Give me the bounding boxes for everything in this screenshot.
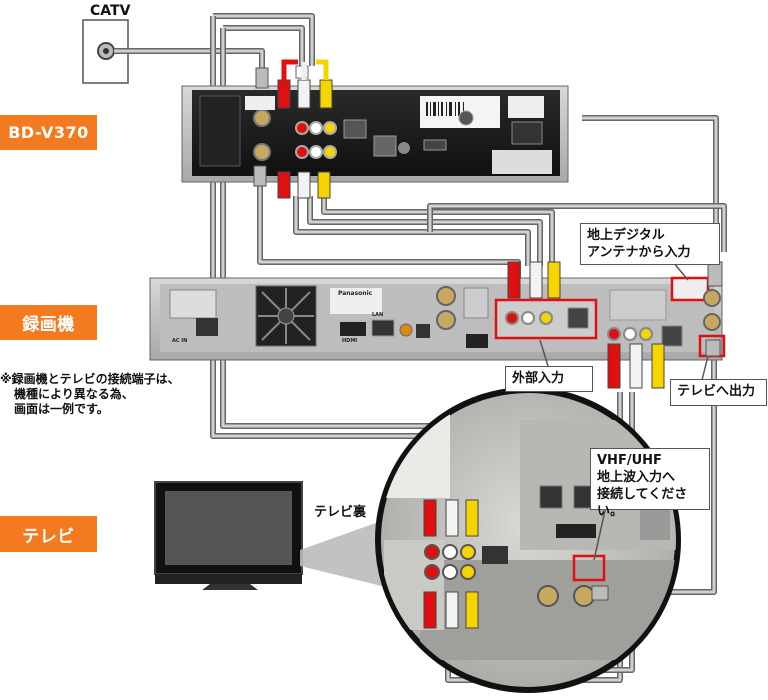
external-input-callout: 外部入力	[505, 366, 593, 392]
note-line-2: 機種により異なる為、	[14, 387, 134, 401]
bd-bottom-plugs	[253, 165, 331, 199]
antenna-cables	[114, 13, 727, 683]
recorder-device	[149, 276, 726, 361]
tv-tag: テレビ	[0, 516, 97, 552]
terrestrial-input-line-1: 地上デジタル	[587, 228, 665, 243]
note-line-1: ※録画機とテレビの接続端子は、	[0, 372, 180, 386]
recorder-lan-label: LAN	[372, 312, 384, 318]
vhf-uhf-line-3: 接続してください。	[597, 487, 688, 519]
recorder-top-plugs	[507, 261, 723, 299]
bd-v370-tag: BD-V370	[0, 115, 97, 150]
recorder-tag: 録画機	[0, 305, 97, 340]
connection-note: ※録画機とテレビの接続端子は、 機種により異なる為、 画面は一例です。	[0, 372, 180, 417]
catv-label: CATV	[90, 3, 131, 19]
terrestrial-input-callout: 地上デジタル アンテナから入力	[580, 223, 720, 265]
recorder-brand: Panasonic	[338, 290, 373, 297]
vhf-uhf-line-2: 地上波入力へ	[597, 470, 676, 485]
to-tv-output-callout: テレビへ出力	[670, 379, 767, 406]
recorder-bottom-plugs	[607, 339, 721, 389]
recorder-ac-label: AC IN	[172, 338, 188, 344]
bd-v370-device	[181, 85, 569, 183]
terrestrial-input-line-2: アンテナから入力	[587, 245, 691, 260]
note-line-3: 画面は一例です。	[14, 402, 109, 416]
tv-illustration	[154, 481, 398, 590]
vhf-uhf-line-1: VHF/UHF	[597, 453, 662, 468]
bd-top-plugs	[255, 59, 333, 109]
tv-back-label: テレビ裏	[314, 505, 367, 520]
tv-back-zoom	[375, 387, 681, 693]
vhf-uhf-callout: VHF/UHF 地上波入力へ 接続してください。	[590, 448, 710, 519]
recorder-hdmi-label: HDMI	[342, 338, 358, 344]
